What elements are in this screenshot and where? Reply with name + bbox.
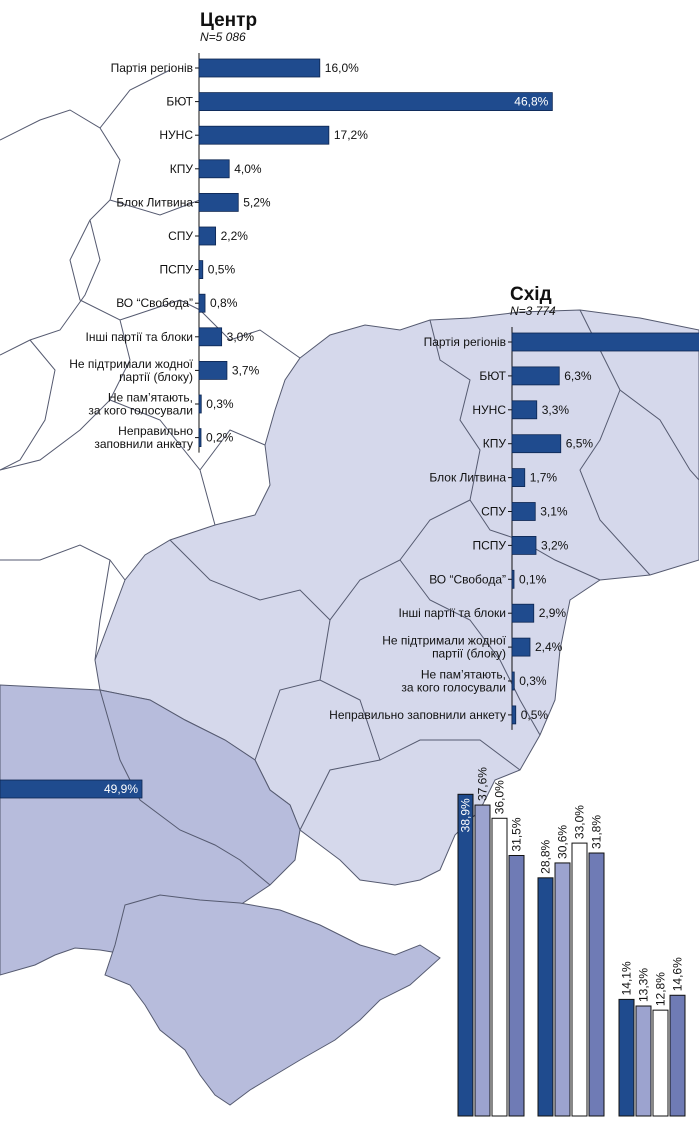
map-region-crimea — [104, 894, 441, 1106]
map-region-east — [94, 309, 699, 886]
